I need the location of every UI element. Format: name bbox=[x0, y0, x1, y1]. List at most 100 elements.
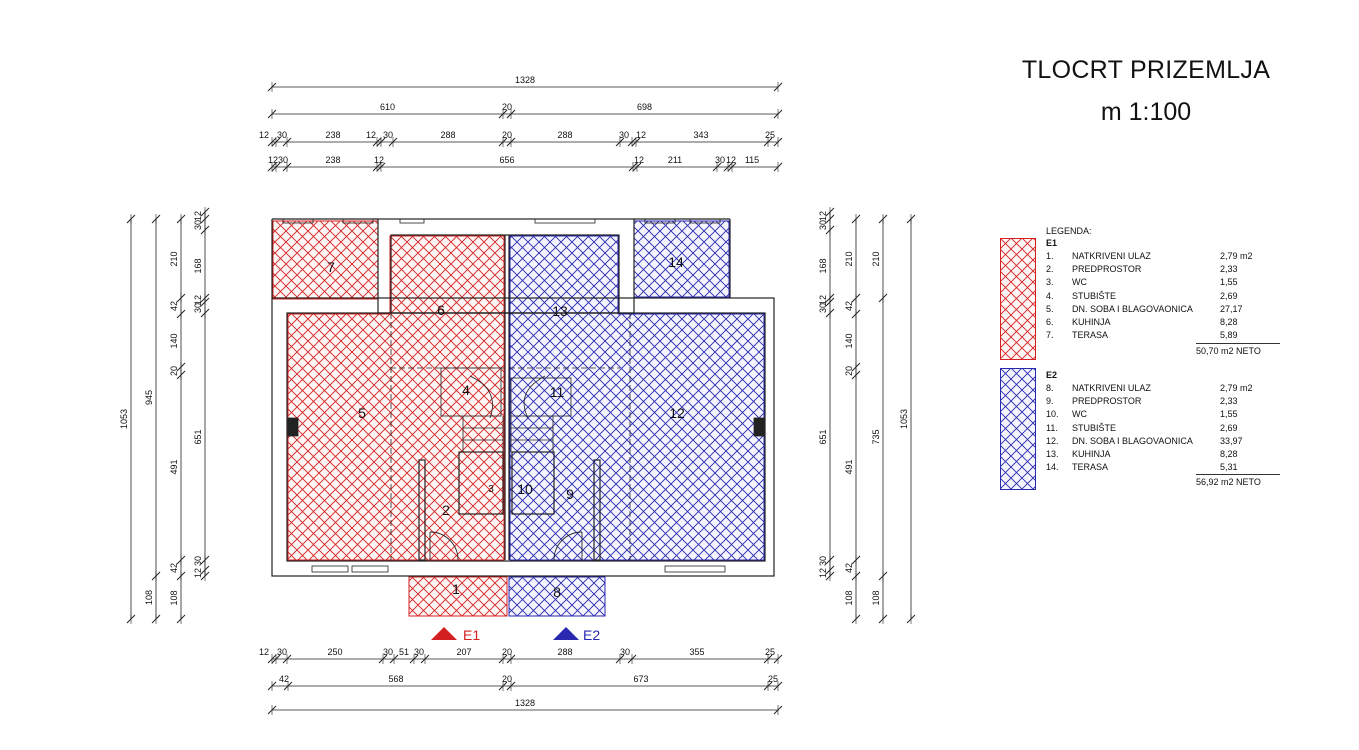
dimension-label: 42 bbox=[844, 301, 854, 311]
legend-row-number: 13. bbox=[1046, 449, 1059, 459]
dimension-label: 288 bbox=[557, 130, 572, 140]
legend-header: LEGENDA: bbox=[1046, 226, 1092, 236]
dimension-label: 673 bbox=[633, 674, 648, 684]
dimension-label: 238 bbox=[325, 130, 340, 140]
dimension-label: 20 bbox=[169, 366, 179, 376]
dimension-label: 12 bbox=[374, 155, 384, 165]
legend-row-name: PREDPROSTOR bbox=[1072, 264, 1142, 275]
dimension-label: 343 bbox=[693, 130, 708, 140]
dimension-label: 698 bbox=[637, 102, 652, 112]
legend-row-number: 2. bbox=[1046, 264, 1054, 275]
zones bbox=[272, 220, 765, 617]
legend-row-number: 8. bbox=[1046, 383, 1054, 393]
dimension-label: 288 bbox=[440, 130, 455, 140]
dimension-label: 12 bbox=[193, 568, 203, 578]
dimension-label: 651 bbox=[818, 429, 828, 444]
dimension-label: 12 bbox=[193, 211, 203, 221]
dimension-label: 30 bbox=[193, 220, 203, 230]
legend-row-number: 14. bbox=[1046, 462, 1059, 473]
dimension-label: 42 bbox=[169, 563, 179, 573]
dimension-label: 42 bbox=[279, 674, 289, 684]
legend-row-area: 2,79 m2 bbox=[1220, 383, 1253, 393]
dimension-label: 207 bbox=[456, 647, 471, 657]
entrance-markers: E1 E2 bbox=[431, 627, 600, 643]
dimension-label: 1053 bbox=[899, 409, 909, 429]
dimension-label: 168 bbox=[818, 258, 828, 273]
dimension-label: 30 bbox=[619, 130, 629, 140]
dimension-label: 491 bbox=[169, 459, 179, 474]
legend-row-area: 27,17 bbox=[1220, 303, 1243, 314]
entrance-e1-label: E1 bbox=[463, 627, 480, 643]
legend-row-number: 3. bbox=[1046, 277, 1054, 288]
room-number-13: 13 bbox=[552, 303, 568, 319]
dimension-label: 30 bbox=[620, 647, 630, 657]
dimension-label: 568 bbox=[388, 674, 403, 684]
dimension-label: 651 bbox=[193, 429, 203, 444]
dimension-label: 12 bbox=[636, 130, 646, 140]
legend-row-area: 8,28 bbox=[1220, 317, 1238, 327]
dimension-label: 12 bbox=[259, 130, 269, 140]
legend-row-area: 2,33 bbox=[1220, 396, 1238, 407]
legend-row-area: 33,97 bbox=[1220, 435, 1243, 446]
legend-row-number: 11. bbox=[1046, 422, 1058, 433]
dimension-label: 30 bbox=[818, 220, 828, 230]
dimension-label: 42 bbox=[844, 563, 854, 573]
dimension-label: 20 bbox=[502, 130, 512, 140]
dimension-label: 20 bbox=[502, 674, 512, 684]
dimension-label: 610 bbox=[380, 102, 395, 112]
zone-7-terasa bbox=[272, 220, 379, 300]
legend-row-name: KUHINJA bbox=[1072, 449, 1111, 459]
dimension-label: 108 bbox=[144, 590, 154, 605]
legend-row-number: 9. bbox=[1046, 396, 1054, 407]
dimension-label: 12 bbox=[818, 211, 828, 221]
dimension-label: 30 bbox=[818, 303, 828, 313]
room-number-8: 8 bbox=[553, 584, 561, 600]
dimension-label: 168 bbox=[193, 258, 203, 273]
zone-8-ulaz bbox=[508, 576, 606, 617]
legend-row-name: TERASA bbox=[1072, 462, 1109, 473]
legend-row-name: STUBIŠTE bbox=[1072, 422, 1117, 433]
dimension-label: 25 bbox=[765, 130, 775, 140]
dimension-label: 12 bbox=[726, 155, 736, 165]
zone-14-terasa bbox=[633, 220, 730, 298]
dimension-label: 211 bbox=[668, 155, 682, 165]
room-number-14: 14 bbox=[668, 254, 684, 270]
dimension-label: 210 bbox=[871, 251, 881, 266]
legend-row-number: 7. bbox=[1046, 330, 1054, 341]
dimension-label: 12 bbox=[193, 295, 203, 305]
dimension-label: 12 bbox=[259, 647, 269, 657]
dimension-label: 20 bbox=[502, 102, 512, 112]
entrance-e1-arrow-icon bbox=[431, 627, 457, 640]
dimension-label: 20 bbox=[502, 647, 512, 657]
room-number-11: 11 bbox=[550, 384, 565, 400]
entrance-e2-label: E2 bbox=[583, 627, 600, 643]
room-number-7: 7 bbox=[327, 259, 335, 275]
legend-group-e1: E1 bbox=[1046, 238, 1058, 248]
dimension-label: 20 bbox=[844, 366, 854, 376]
dimension-label: 12 bbox=[634, 155, 644, 165]
dimension-label: 656 bbox=[499, 155, 514, 165]
dimension-label: 42 bbox=[169, 301, 179, 311]
legend-total-e1: 50,70 m2 NETO bbox=[1196, 343, 1280, 356]
legend-swatch-e1 bbox=[1000, 238, 1036, 360]
legend-row-name: PREDPROSTOR bbox=[1072, 396, 1142, 407]
entrance-e2-arrow-icon bbox=[553, 627, 579, 640]
dimension-label: 51 bbox=[399, 647, 409, 657]
dimension-label: 12 bbox=[366, 130, 376, 140]
legend-row-number: 1. bbox=[1046, 251, 1054, 261]
dimension-label: 108 bbox=[871, 590, 881, 605]
dimension-label: 355 bbox=[689, 647, 704, 657]
